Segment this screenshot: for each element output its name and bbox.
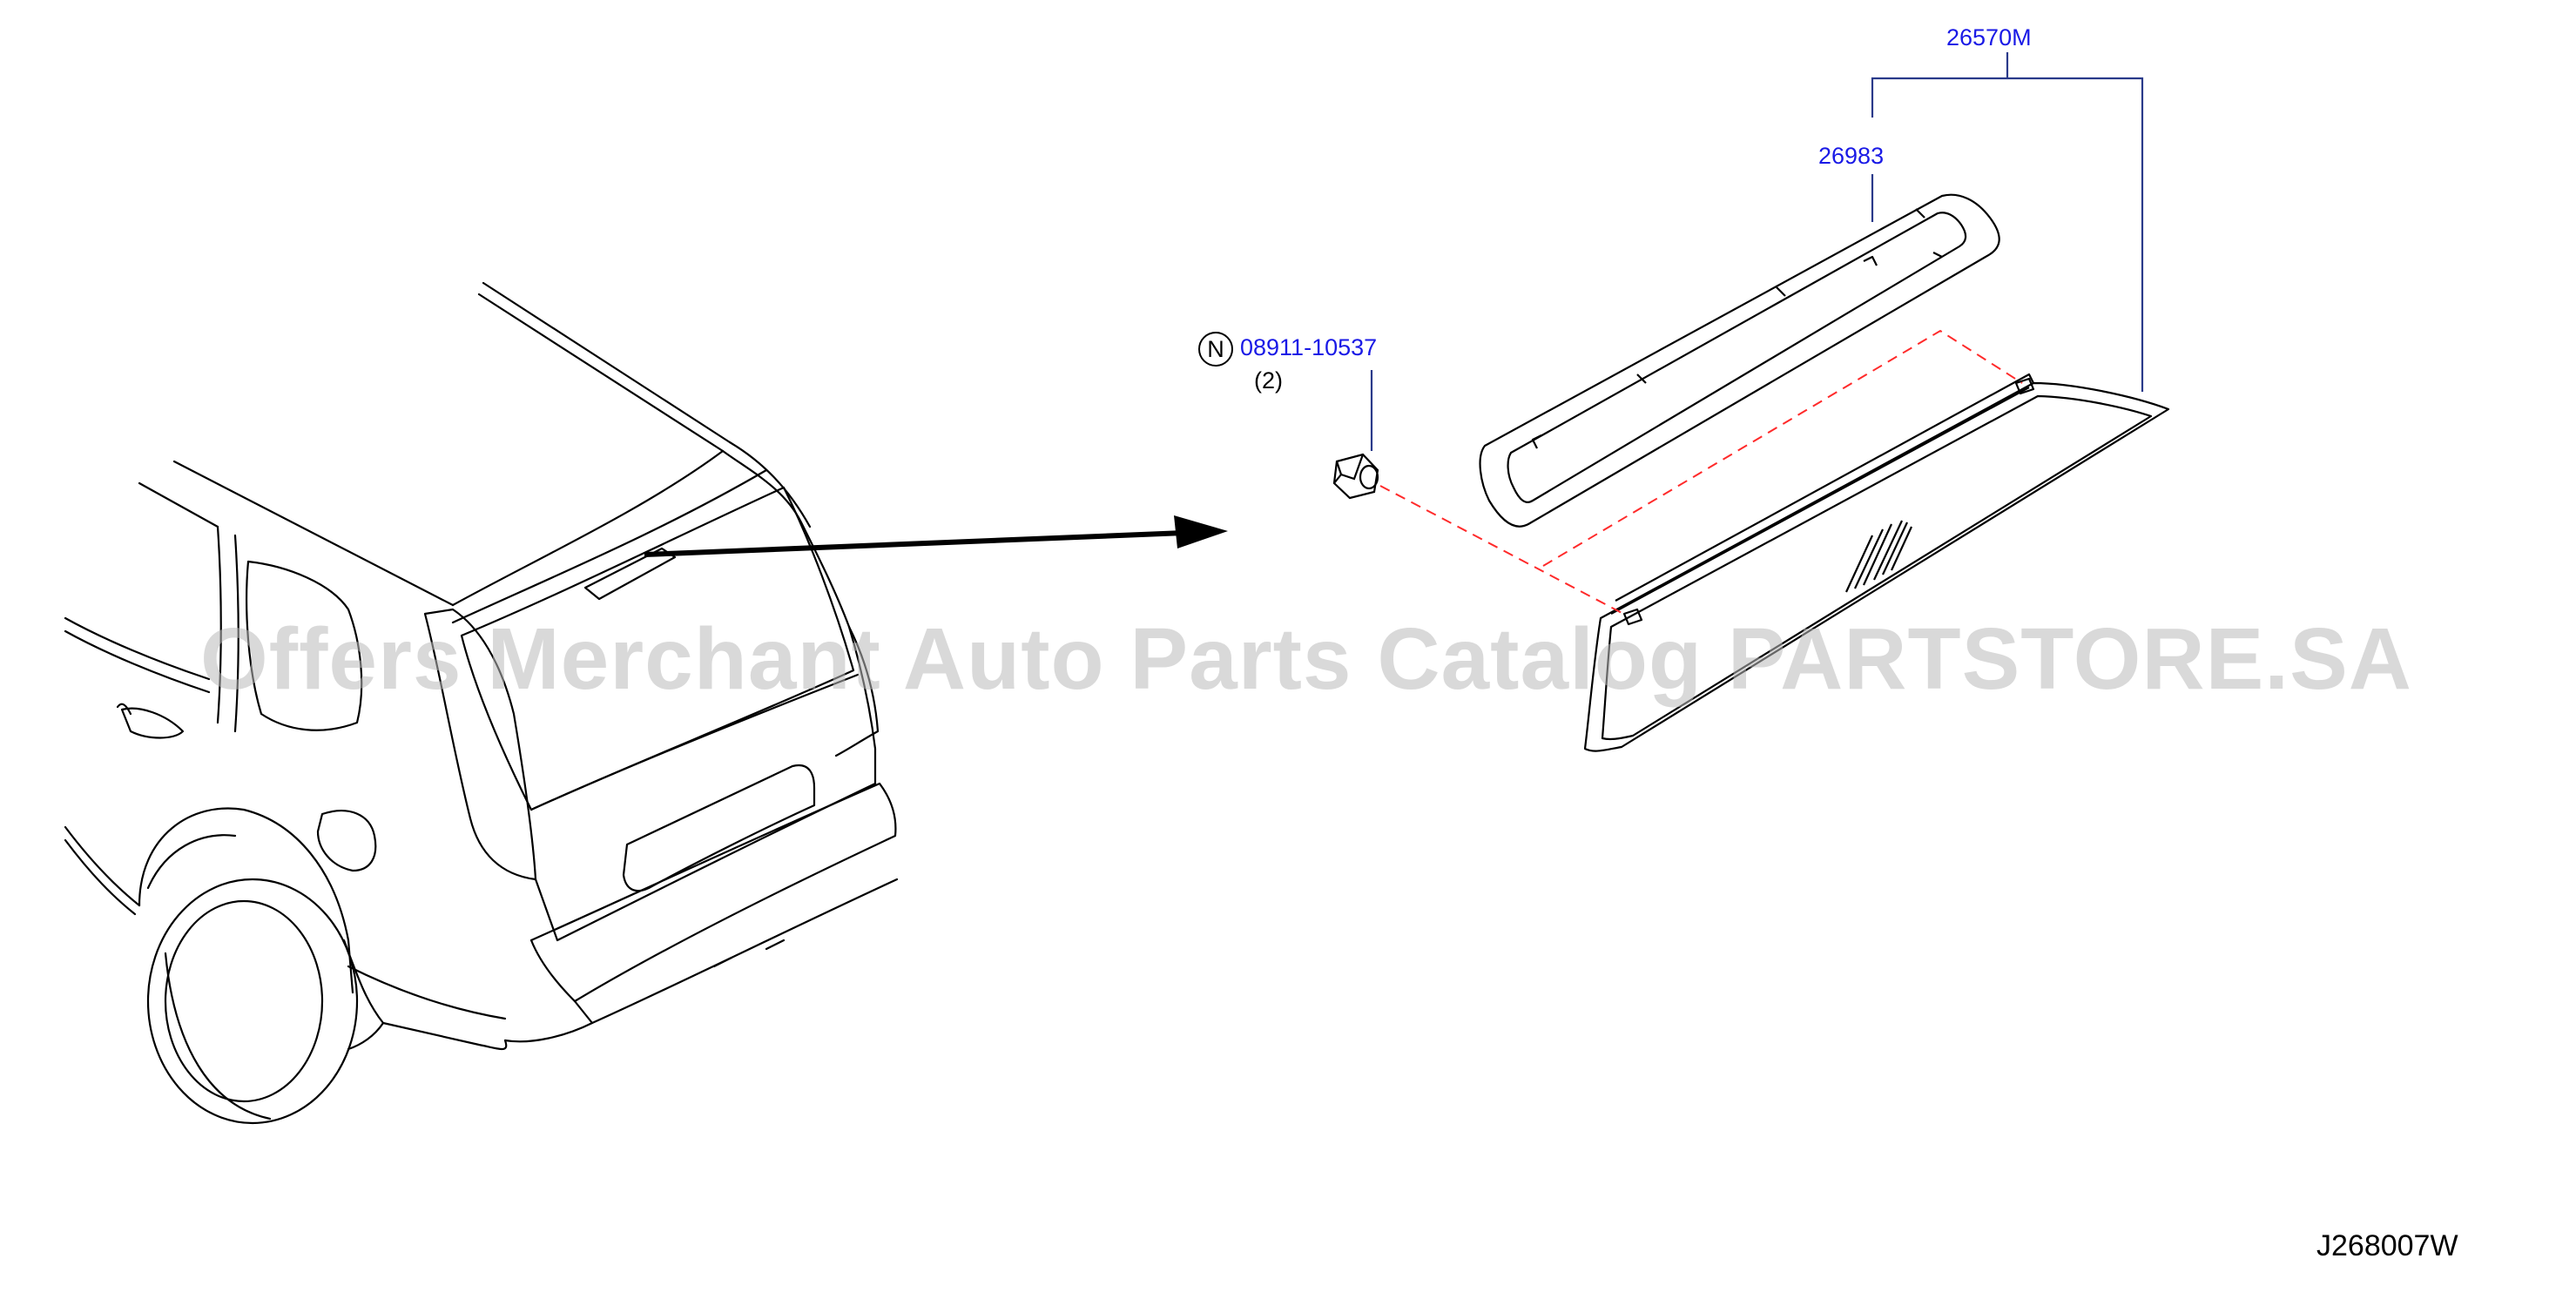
gasket-26983 [1479, 193, 2000, 528]
assembly-guide-lines [1379, 329, 2023, 616]
part-number-08911-10537[interactable]: 08911-10537 [1240, 334, 1378, 360]
diagram-code: J268007W [2316, 1229, 2458, 1262]
part-number-26570M[interactable]: 26570M [1946, 24, 2032, 50]
callout-arrow [644, 515, 1228, 557]
vehicle-drawing [64, 281, 899, 1125]
part-number-26983[interactable]: 26983 [1818, 143, 1885, 169]
watermark-text: Offers Merchant Auto Parts Catalog PARTS… [200, 610, 2412, 708]
part-quantity: (2) [1254, 367, 1283, 394]
leader-lines [1370, 52, 2144, 451]
n-marker-icon: N [1198, 332, 1233, 367]
stop-lamp-assembly [1583, 373, 2170, 752]
nut-08911-10537 [1332, 453, 1379, 500]
